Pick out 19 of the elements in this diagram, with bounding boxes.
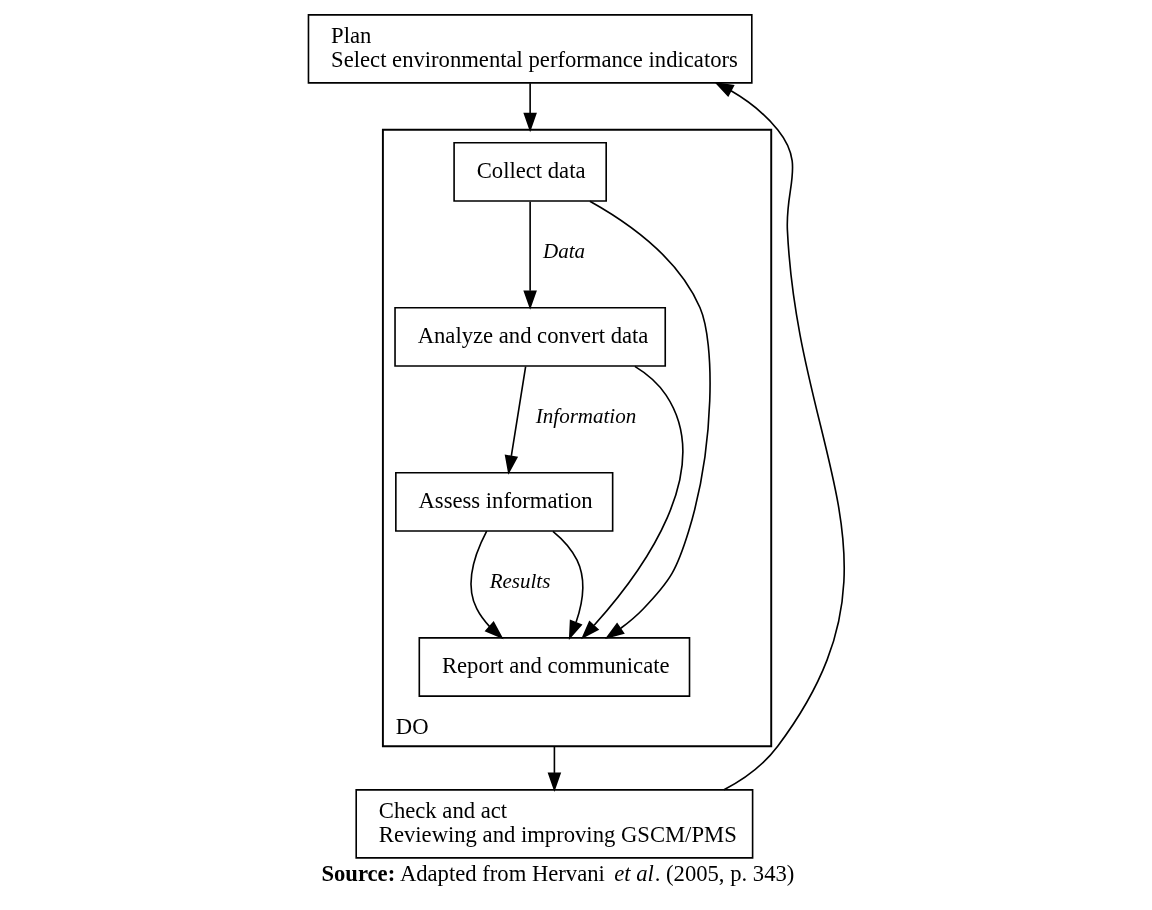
node-box: Plan Select environmental performance indicators bbox=[307, 14, 753, 84]
arrow bbox=[551, 530, 584, 641]
arrow bbox=[713, 82, 845, 791]
caption: Source: Adapted from Hervani et al. (2005, p. 343) bbox=[320, 860, 794, 886]
node-box: Report and communicate bbox=[418, 637, 690, 697]
edge-label: Results bbox=[489, 569, 550, 594]
node-box: Collect data bbox=[452, 141, 607, 202]
arrow bbox=[522, 200, 537, 310]
node-box: Check and act Reviewing and improving GSCM/PMS bbox=[354, 789, 753, 859]
arrow bbox=[580, 365, 684, 640]
arrow bbox=[588, 200, 711, 640]
node-box: Analyze and convert data bbox=[393, 306, 666, 367]
node-box: Assess information bbox=[394, 472, 613, 532]
arrow bbox=[469, 530, 504, 640]
edge-label: Information bbox=[535, 404, 636, 429]
arrow bbox=[504, 365, 526, 475]
arrow bbox=[522, 82, 537, 133]
arrow bbox=[547, 745, 561, 792]
edge-label: Data bbox=[542, 239, 585, 264]
